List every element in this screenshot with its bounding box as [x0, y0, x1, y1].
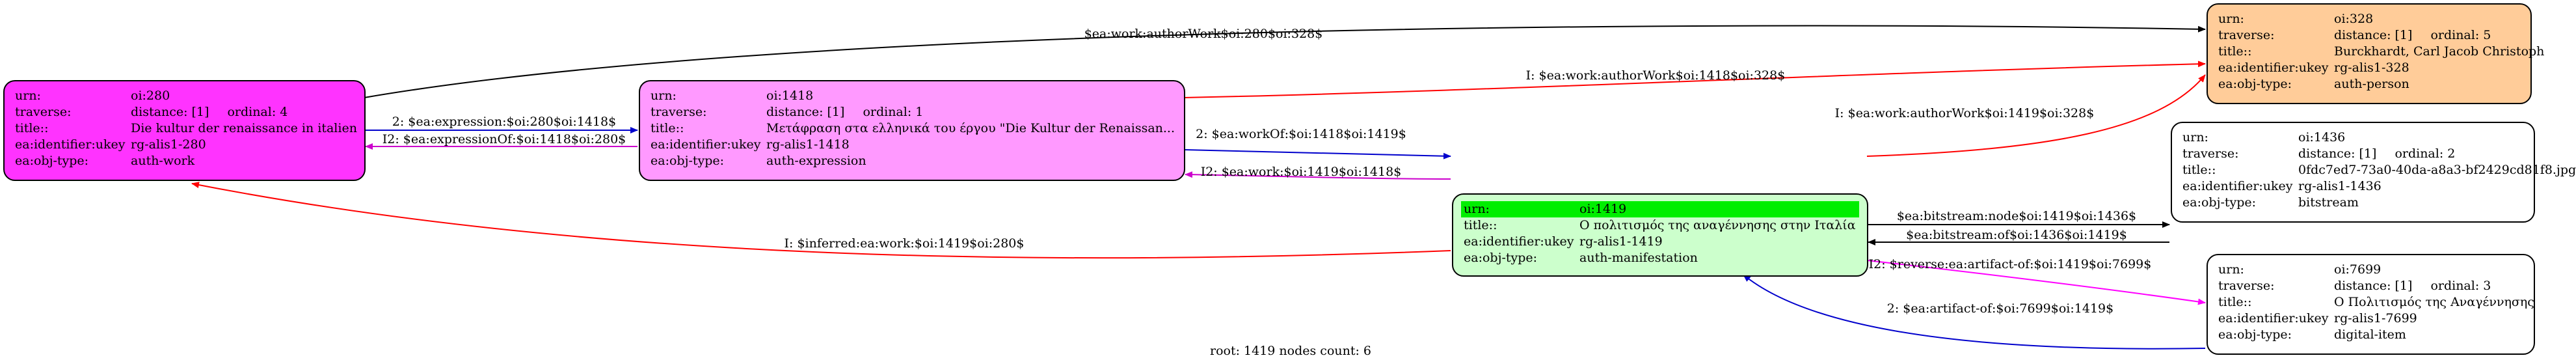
edge-artifact-of-7699-1419	[1743, 274, 2206, 350]
node-oi-280[interactable]: urn:oi:280 traverse:distance: [1]ordinal…	[3, 80, 366, 181]
edge-label-reverse-artifact-of-1419-7699: I2: $reverse:ea:artifact-of:$oi:1419$oi:…	[1869, 257, 2152, 271]
node-row-traverse: traverse:distance: [1]ordinal: 4	[15, 105, 288, 119]
node-row-urn: urn:oi:1436	[2182, 130, 2346, 145]
node-row-title: title::Burckhardt, Carl Jacob Christoph	[2218, 44, 2545, 59]
node-row-objtype: ea:obj-type:auth-manifestation	[1464, 251, 1698, 265]
node-row-objtype: ea:obj-type:auth-work	[15, 154, 195, 168]
node-row-urn: urn:oi:328	[2218, 12, 2374, 26]
edge-workof-1418-1419	[1183, 149, 1451, 159]
edge-authorwork-1419-328	[1866, 74, 2206, 157]
edge-label-work-1419-1418: I2: $ea:work:$oi:1419$oi:1418$	[1201, 165, 1402, 179]
edge-authorwork-1418-328	[1183, 61, 2206, 98]
edge-label-inferred-work-1419-280: I: $inferred:ea:work:$oi:1419$oi:280$	[785, 236, 1025, 251]
edge-label-expressionof-1418-280: I2: $ea:expressionOf:$oi:1418$oi:280$	[382, 132, 626, 146]
node-oi-1436[interactable]: urn:oi:1436 traverse:distance: [1]ordina…	[2171, 122, 2576, 223]
edge-authorwork-280-328	[364, 25, 2206, 98]
edge-label-artifact-of-7699-1419: 2: $ea:artifact-of:$oi:7699$oi:1419$	[1887, 301, 2113, 316]
edge-label-workof-1418-1419: 2: $ea:workOf:$oi:1418$oi:1419$	[1196, 127, 1406, 141]
edge-label-expression-280-1418: 2: $ea:expression:$oi:280$oi:1418$	[392, 115, 616, 129]
node-row-traverse: traverse:distance: [1]ordinal: 3	[2218, 279, 2491, 293]
edge-label-bitstream-of-1436-1419: $ea:bitstream:of$oi:1436$oi:1419$	[1906, 228, 2127, 242]
node-row-urn: urn:oi:7699	[2218, 262, 2381, 277]
edge-work-1419-1418	[1185, 171, 1451, 180]
node-row-urn: urn:oi:1419	[1461, 201, 1859, 217]
node-row-urn: urn:oi:280	[15, 89, 170, 103]
edge-label-authorwork-1419-328: I: $ea:work:authorWork$oi:1419$oi:328$	[1835, 106, 2095, 120]
edge-reverse-artifact-of-1419-7699	[1866, 260, 2206, 305]
node-row-objtype: ea:obj-type:digital-item	[2218, 327, 2406, 342]
node-row-objtype: ea:obj-type:bitstream	[2182, 195, 2359, 210]
node-row-objtype: ea:obj-type:auth-person	[2218, 77, 2409, 91]
node-oi-1418[interactable]: urn:oi:1418 traverse:distance: [1]ordina…	[639, 80, 1185, 181]
node-row-objtype: ea:obj-type:auth-expression	[651, 154, 866, 168]
node-row-traverse: traverse:distance: [1]ordinal: 5	[2218, 28, 2491, 42]
node-row-title: title::0fdc7ed7-73a0-40da-a8a3-bf2429cd8…	[2182, 163, 2576, 177]
edge-label-authorwork-1418-328: I: $ea:work:authorWork$oi:1418$oi:328$	[1526, 68, 1786, 83]
graph-footer: root: 1419 nodes count: 6	[1210, 344, 1372, 358]
edge-inferred-work-1419-280	[191, 182, 1451, 259]
node-row-title: title::Μετάφραση στα ελληνικά του έργου …	[651, 121, 1175, 135]
node-row-title: title::Ο Πολιτισμός της Αναγέννησης	[2218, 295, 2534, 309]
node-row-title: title::Die kultur der renaissance in ita…	[15, 121, 357, 135]
node-oi-1419-root[interactable]: urn:oi:1419 title::Ο πολιτισμός της αναγ…	[1452, 193, 1868, 277]
node-row-traverse: traverse:distance: [1]ordinal: 2	[2182, 146, 2456, 161]
node-row-title: title::Ο πολιτισμός της αναγέννησης στην…	[1464, 218, 1856, 232]
node-oi-328[interactable]: urn:oi:328 traverse:distance: [1]ordinal…	[2207, 3, 2545, 104]
node-row-traverse: traverse:distance: [1]ordinal: 1	[651, 105, 924, 119]
node-oi-7699[interactable]: urn:oi:7699 traverse:distance: [1]ordina…	[2207, 254, 2535, 355]
edge-label-bitstream-node-1419-1436: $ea:bitstream:node$oi:1419$oi:1436$	[1897, 209, 2136, 223]
node-row-urn: urn:oi:1418	[651, 89, 814, 103]
edge-label-authorwork-280-328: $ea:work:authorWork$oi:280$oi:328$	[1084, 27, 1323, 41]
